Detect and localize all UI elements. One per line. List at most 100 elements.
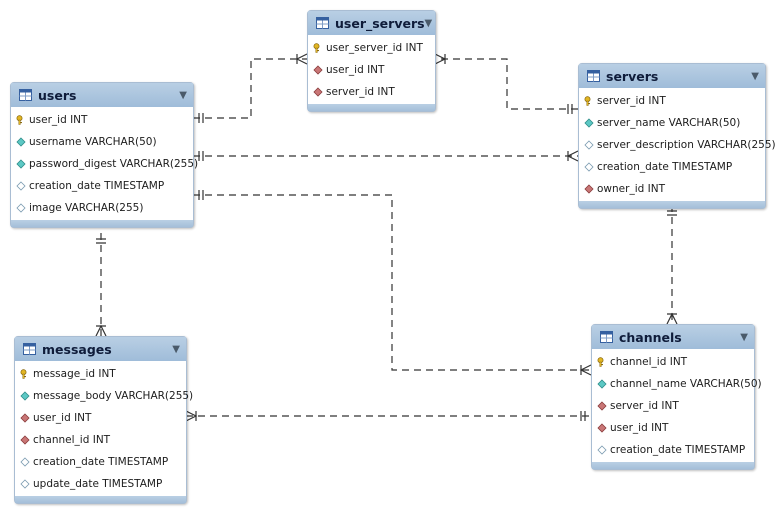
triangle-down-icon[interactable]: ▼ (424, 17, 433, 29)
column-label: server_id INT (610, 400, 679, 412)
column-label: channel_id INT (610, 356, 688, 368)
column-label: image VARCHAR(255) (29, 202, 144, 214)
table-footer (592, 462, 754, 469)
triangle-down-icon[interactable]: ▼ (740, 331, 748, 343)
teal-diamond-icon (16, 137, 26, 147)
rel-users-user-servers (193, 58, 307, 119)
red-diamond-icon (20, 435, 30, 445)
hollow-diamond-icon (597, 445, 607, 455)
column-row[interactable]: image VARCHAR(255) (11, 197, 193, 219)
table-grid-icon (587, 70, 600, 82)
table-users[interactable]: users ▼ user_id INT username VARCHAR(50)… (10, 82, 198, 228)
column-row[interactable]: user_id INT (15, 407, 186, 429)
teal-diamond-icon (16, 159, 26, 169)
table-header[interactable]: servers ▼ (579, 64, 765, 88)
column-row[interactable]: server_description VARCHAR(255) (579, 134, 776, 156)
table-user-servers[interactable]: user_servers ▼ user_server_id INT user_i… (307, 10, 436, 112)
red-diamond-icon (313, 87, 323, 97)
column-row[interactable]: user_id INT (308, 59, 435, 81)
one-marker-servers-us (567, 104, 573, 114)
table-name: messages (42, 341, 112, 357)
column-list: server_id INT server_name VARCHAR(50) se… (579, 88, 776, 201)
column-label: user_server_id INT (326, 42, 423, 54)
column-list: channel_id INT channel_name VARCHAR(50) … (592, 349, 762, 462)
many-marker-us-from-users (295, 53, 308, 65)
red-diamond-icon (597, 423, 607, 433)
column-row[interactable]: channel_id INT (15, 429, 186, 451)
table-servers[interactable]: servers ▼ server_id INT server_name VARC… (578, 63, 776, 209)
column-row[interactable]: creation_date TIMESTAMP (579, 156, 765, 178)
teal-diamond-icon (20, 391, 30, 401)
many-marker-servers-from-users (566, 150, 579, 162)
column-row[interactable]: server_name VARCHAR(50) (579, 112, 765, 134)
column-row[interactable]: channel_name VARCHAR(50) (592, 373, 762, 395)
table-header[interactable]: user_servers ▼ (308, 11, 435, 35)
hollow-diamond-icon (20, 479, 30, 489)
table-header[interactable]: messages ▼ (15, 337, 186, 361)
one-marker-users-servers (198, 151, 204, 161)
table-grid-icon (23, 343, 36, 355)
table-header[interactable]: users ▼ (11, 83, 193, 107)
column-label: message_body VARCHAR(255) (33, 390, 194, 402)
red-diamond-icon (313, 65, 323, 75)
many-marker-messages-from-users (95, 324, 107, 337)
column-list: user_id INT username VARCHAR(50) passwor… (11, 107, 198, 220)
red-diamond-icon (597, 401, 607, 411)
column-label: password_digest VARCHAR(255) (29, 158, 199, 170)
hollow-diamond-icon (16, 203, 26, 213)
column-label: channel_name VARCHAR(50) (610, 378, 762, 390)
table-footer (308, 104, 435, 111)
column-row[interactable]: channel_id INT (592, 351, 754, 373)
table-name: channels (619, 329, 682, 345)
triangle-down-icon[interactable]: ▼ (179, 89, 187, 101)
column-row[interactable]: update_date TIMESTAMP (15, 473, 186, 495)
column-row[interactable]: message_id INT (15, 363, 186, 385)
column-row[interactable]: password_digest VARCHAR(255) (11, 153, 198, 175)
column-label: update_date TIMESTAMP (33, 478, 163, 490)
many-marker-messages-from-channels (185, 410, 198, 422)
one-marker-servers-channels (667, 210, 677, 216)
column-label: channel_id INT (33, 434, 111, 446)
column-row[interactable]: creation_date TIMESTAMP (592, 439, 754, 461)
many-marker-channels-from-users (579, 364, 592, 376)
column-row[interactable]: message_body VARCHAR(255) (15, 385, 193, 407)
column-row[interactable]: user_id INT (592, 417, 754, 439)
key-icon (16, 115, 26, 125)
key-icon (20, 369, 30, 379)
column-row[interactable]: owner_id INT (579, 178, 765, 200)
column-label: creation_date TIMESTAMP (610, 444, 746, 456)
column-row[interactable]: server_id INT (592, 395, 754, 417)
hollow-diamond-icon (20, 457, 30, 467)
column-row[interactable]: server_id INT (308, 81, 435, 103)
many-marker-channels-from-servers (666, 312, 678, 325)
column-row[interactable]: creation_date TIMESTAMP (15, 451, 186, 473)
column-label: creation_date TIMESTAMP (597, 161, 733, 173)
column-row[interactable]: server_id INT (579, 90, 765, 112)
column-row[interactable]: creation_date TIMESTAMP (11, 175, 193, 197)
column-label: username VARCHAR(50) (29, 136, 157, 148)
rel-servers-user-servers (435, 58, 578, 110)
hollow-diamond-icon (16, 181, 26, 191)
column-row[interactable]: user_server_id INT (308, 37, 435, 59)
column-label: user_id INT (326, 64, 385, 76)
key-icon (313, 43, 323, 53)
red-diamond-icon (20, 413, 30, 423)
triangle-down-icon[interactable]: ▼ (172, 343, 180, 355)
table-name: user_servers (335, 15, 425, 31)
column-row[interactable]: username VARCHAR(50) (11, 131, 193, 153)
triangle-down-icon[interactable]: ▼ (751, 70, 759, 82)
column-row[interactable]: user_id INT (11, 109, 193, 131)
column-label: user_id INT (33, 412, 92, 424)
teal-diamond-icon (597, 379, 607, 389)
table-channels[interactable]: channels ▼ channel_id INT channel_name V… (591, 324, 762, 470)
hollow-diamond-icon (584, 162, 594, 172)
column-list: message_id INT message_body VARCHAR(255)… (15, 361, 193, 496)
table-header[interactable]: channels ▼ (592, 325, 754, 349)
column-label: user_id INT (610, 422, 669, 434)
red-diamond-icon (584, 184, 594, 194)
one-marker-channels-messages (580, 411, 586, 421)
rel-users-channels (193, 194, 591, 371)
table-messages[interactable]: messages ▼ message_id INT message_body V… (14, 336, 193, 504)
column-label: server_id INT (597, 95, 666, 107)
column-label: creation_date TIMESTAMP (33, 456, 169, 468)
